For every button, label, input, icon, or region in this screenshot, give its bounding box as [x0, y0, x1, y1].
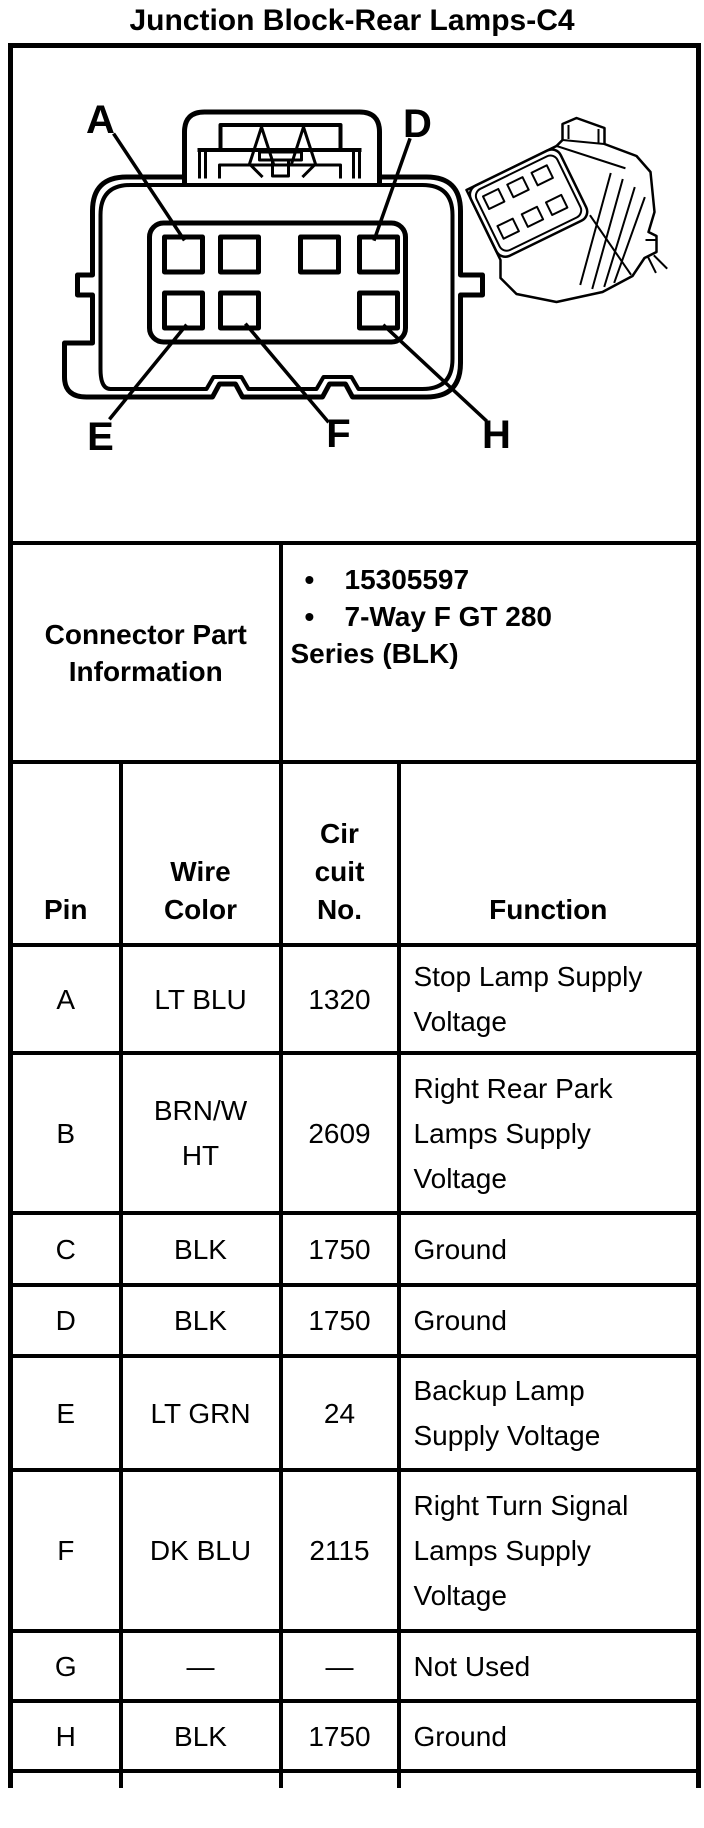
pin-cell: C [8, 1211, 123, 1287]
function-cell: Ground [396, 1283, 701, 1358]
table-row: A LT BLU 1320 Stop Lamp Supply Voltage [8, 943, 701, 1055]
pin-cell: A [8, 943, 123, 1055]
leader-line-f [244, 322, 330, 424]
latch-prongs [248, 125, 317, 179]
bullet-icon: • [304, 601, 315, 632]
part-info-header-cell: Connector Part Information [8, 541, 283, 764]
part-number-item: • 15305597 [285, 561, 695, 598]
page-title: Junction Block-Rear Lamps-C4 [129, 4, 575, 37]
connector-diagram: A D E F H [62, 98, 668, 459]
cutoff-row [8, 1769, 701, 1788]
pin-label-a: A [86, 98, 115, 142]
table-row: G — — Not Used [8, 1629, 701, 1703]
connector-3d-latch-detail [567, 125, 600, 143]
pin-label-d: D [403, 102, 432, 146]
pin-label-h: H [482, 413, 511, 457]
circuit-no-cell: 2609 [278, 1051, 401, 1215]
circuit-no-cell: 1750 [278, 1211, 401, 1287]
pin-cavity-h [357, 290, 400, 331]
circuit-no-cell: 1750 [278, 1699, 401, 1773]
circuit-no-cell: 1750 [278, 1283, 401, 1358]
table-row: D BLK 1750 Ground [8, 1283, 701, 1358]
wire-color-cell: BRN/W HT [118, 1051, 283, 1215]
column-header-wire-color: Wire Color [118, 760, 283, 947]
latch-neck-lines [198, 148, 361, 179]
leader-line-d [372, 137, 412, 242]
part-info-title-line2: Information [68, 655, 223, 687]
connector-3d-ribs [579, 172, 646, 290]
function-cell: Backup Lamp Supply Voltage [396, 1354, 701, 1472]
connector-3d-view [465, 116, 668, 304]
column-header-function: Function [396, 760, 701, 947]
latch-outline [182, 109, 382, 184]
connector-diagram-cell: A D E F H [8, 43, 701, 545]
circuit-no-cell: 1320 [278, 943, 401, 1055]
pinout-table: A D E F H [8, 43, 701, 1788]
pin-cell: F [8, 1468, 123, 1633]
pin-cell: E [8, 1354, 123, 1472]
part-info-detail-cell: • 15305597 • 7-Way F GT 280 Series (BLK) [278, 541, 701, 764]
table-row: C BLK 1750 Ground [8, 1211, 701, 1287]
wire-color-cell: DK BLU [118, 1468, 283, 1633]
pin-cell: D [8, 1283, 123, 1358]
connector-3d-front-face [468, 148, 589, 258]
connector-face-drawing: A D E F H [62, 98, 511, 459]
part-info-row: Connector Part Information • 15305597 • 7-… [8, 541, 701, 764]
connector-3d-wire-nub [645, 239, 668, 274]
part-info-title-line1: Connector Part [44, 618, 247, 650]
diagram-row: A D E F H [8, 43, 701, 545]
function-cell: Stop Lamp Supply Voltage [396, 943, 701, 1055]
leader-line-h [382, 323, 488, 423]
cutoff-cell [278, 1769, 401, 1788]
column-header-pin: Pin [8, 760, 123, 947]
connector-body-inner-line [98, 183, 455, 391]
pin-cavity-c [298, 234, 341, 275]
pin-cavity-d [357, 234, 400, 275]
wire-color-cell: LT GRN [118, 1354, 283, 1472]
function-cell: Ground [396, 1211, 701, 1287]
series-item: • 7-Way F GT 280 [285, 598, 695, 635]
cutoff-cell [118, 1769, 283, 1788]
function-cell: Ground [396, 1699, 701, 1773]
pin-cell: G [8, 1629, 123, 1703]
series-name-continued: Series (BLK) [290, 638, 459, 669]
wire-color-cell: LT BLU [118, 943, 283, 1055]
circuit-no-cell: 2115 [278, 1468, 401, 1633]
wire-color-cell: — [118, 1629, 283, 1703]
pin-label-e: E [87, 415, 114, 459]
wire-color-cell: BLK [118, 1211, 283, 1287]
pin-cavity-frame [147, 220, 408, 345]
bullet-icon: • [304, 564, 315, 595]
table-row: B BRN/W HT 2609 Right Rear Park Lamps Su… [8, 1051, 701, 1215]
latch-center-block [271, 158, 290, 178]
pin-label-f: F [326, 412, 350, 456]
wire-color-cell: BLK [118, 1699, 283, 1773]
connector-3d-top-edge [555, 138, 626, 170]
circuit-no-cell: — [278, 1629, 401, 1703]
cutoff-cell [396, 1769, 701, 1788]
table-row: F DK BLU 2115 Right Turn Signal Lamps Su… [8, 1468, 701, 1633]
wire-color-cell: BLK [118, 1283, 283, 1358]
series-name: 7-Way F GT 280 [344, 601, 552, 632]
circuit-no-cell: 24 [278, 1354, 401, 1472]
cutoff-cell [8, 1769, 123, 1788]
pin-cell: B [8, 1051, 123, 1215]
pin-cavity-f [218, 290, 261, 331]
part-number: 15305597 [344, 564, 470, 595]
latch-inner-frame [218, 123, 343, 150]
table-row: E LT GRN 24 Backup Lamp Supply Voltage [8, 1354, 701, 1472]
leader-line-a [112, 132, 186, 242]
function-cell: Right Rear Park Lamps Supply Voltage [396, 1051, 701, 1215]
pin-cavity-b [218, 234, 261, 275]
column-header-circuit-no: Cir cuit No. [278, 760, 401, 947]
function-cell: Right Turn Signal Lamps Supply Voltage [396, 1468, 701, 1633]
header-row: Pin Wire Color Cir cuit No. Function [8, 760, 701, 947]
function-cell: Not Used [396, 1629, 701, 1703]
table-row: H BLK 1750 Ground [8, 1699, 701, 1773]
leader-line-e [108, 323, 188, 421]
pin-cell: H [8, 1699, 123, 1773]
